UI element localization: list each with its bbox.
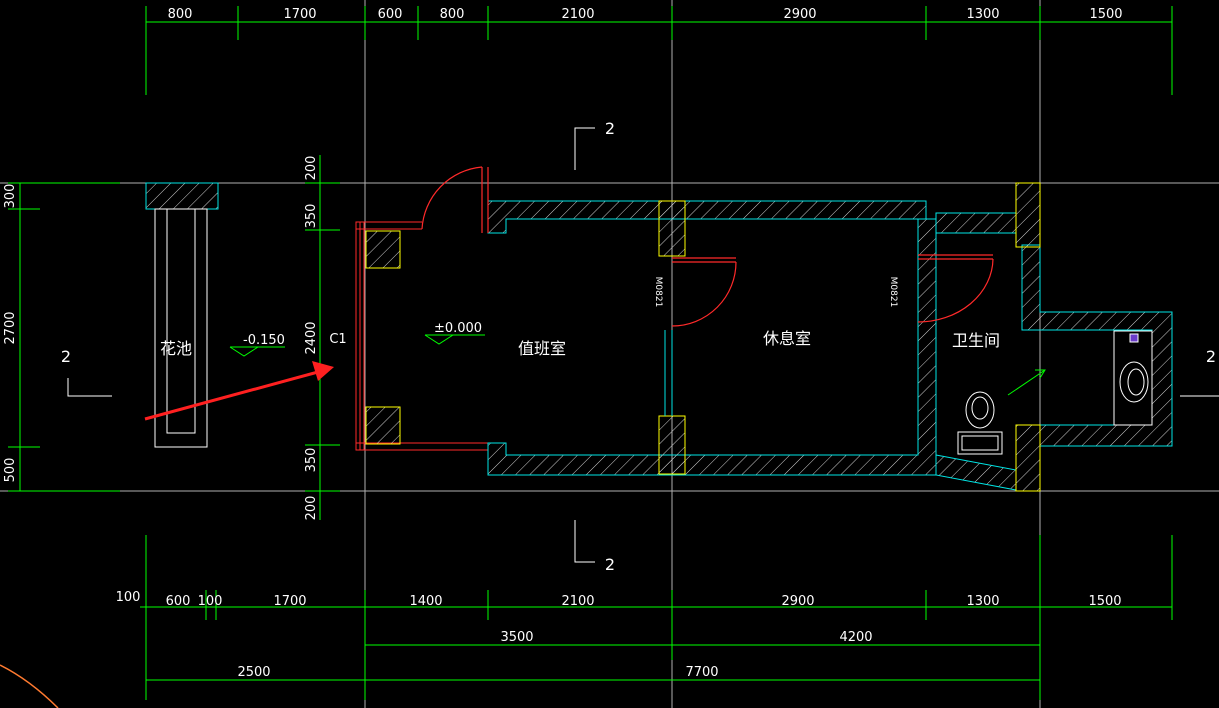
door-tag: M0821 [653,277,663,308]
dim-label: 2400 [304,321,319,354]
door-entrance[interactable] [421,166,489,233]
dim-label: 1400 [409,594,442,609]
dim-label: 200 [304,156,319,181]
window-tag: C1 [329,332,346,347]
flower-bed[interactable]: 花池 [145,182,219,448]
dim-label: 2900 [781,594,814,609]
dim-label: 1500 [1089,7,1122,22]
dim-label: 1700 [283,7,316,22]
columns [365,182,1041,492]
section-marks [67,127,1219,563]
room-label-rest-room: 休息室 [763,329,811,348]
inner-left-dimension-chain [305,155,340,520]
dim-label: 1300 [966,594,999,609]
dim-label: 100 [116,590,141,605]
room-label-duty-room: 值班室 [518,339,566,358]
dim-label: 1500 [1088,594,1121,609]
dim-label: 600 [166,594,191,609]
section-mark [574,127,595,170]
left-dimension-labels: 300 2700 500 [3,184,18,483]
dim-label: 350 [304,204,319,229]
walls [487,200,1173,491]
window-c1[interactable]: C1 [329,221,488,451]
dim-label: 300 [3,184,18,209]
wall-toilet-bottom [935,454,1017,491]
dim-label: 350 [304,448,319,473]
dim-label: 2100 [561,7,594,22]
partitions [664,320,919,455]
elevation-label: -0.150 [243,333,285,348]
dim-label: 4200 [839,630,872,645]
section-label: 2 [605,555,615,574]
drain-arrow [1007,369,1046,396]
section-label: 2 [61,347,71,366]
bottom-dimension-chains [140,535,1173,700]
dim-label: 2100 [561,594,594,609]
door-tags: M0821 M0821 [653,277,898,308]
section-mark-labels: 2 2 2 2 [61,119,1216,574]
room-label-flower-bed: 花池 [160,339,192,358]
wall-toilet-top [935,212,1017,234]
dim-label: 800 [440,7,465,22]
dim-label: 100 [198,594,223,609]
door-tag: M0821 [888,277,898,308]
toilet-fixture [957,391,1003,455]
left-dimension-chain [8,182,120,492]
top-dimension-labels: 800 1700 600 800 2100 2900 1300 1500 [168,7,1123,22]
column [365,406,401,445]
room-labels: 值班室 休息室 卫生间 [518,329,1000,358]
basin-fixture [1113,330,1153,426]
section-label: 2 [1206,347,1216,366]
column [1015,182,1041,248]
dim-label: 7700 [685,665,718,680]
wall-bottom-right [487,218,937,476]
column [1015,424,1041,492]
dim-label: 2500 [237,665,270,680]
column [658,200,686,257]
dim-label: 800 [168,7,193,22]
section-label: 2 [605,119,615,138]
elevation-flower-bed: -0.150 [229,333,285,357]
room-label-toilet: 卫生间 [952,331,1000,350]
annotation-arrow [144,361,334,421]
dim-label: 1300 [966,7,999,22]
wall-toilet-right [1021,244,1173,447]
top-dimension-chain [145,6,1173,95]
elevation-floor: ±0.000 [424,321,485,345]
inner-left-dimension-labels: 200 350 2400 350 200 [304,156,319,521]
column [365,230,401,269]
dim-label: 600 [378,7,403,22]
dim-label: 1700 [273,594,306,609]
dim-label: 2700 [3,311,18,344]
dim-label: 2900 [783,7,816,22]
dim-label: 500 [3,458,18,483]
column [658,415,686,475]
dim-label: 200 [304,496,319,521]
dim-label: 3500 [500,630,533,645]
elevation-label: ±0.000 [434,321,482,336]
door-rest-room[interactable] [671,257,737,327]
bottom-dimension-labels: 100 600 100 1700 1400 2100 2900 1300 150… [116,590,1122,680]
wall-top [487,200,927,234]
door-toilet[interactable] [917,254,994,323]
stray-line [0,664,59,708]
section-mark [67,378,112,397]
section-mark [574,520,595,563]
